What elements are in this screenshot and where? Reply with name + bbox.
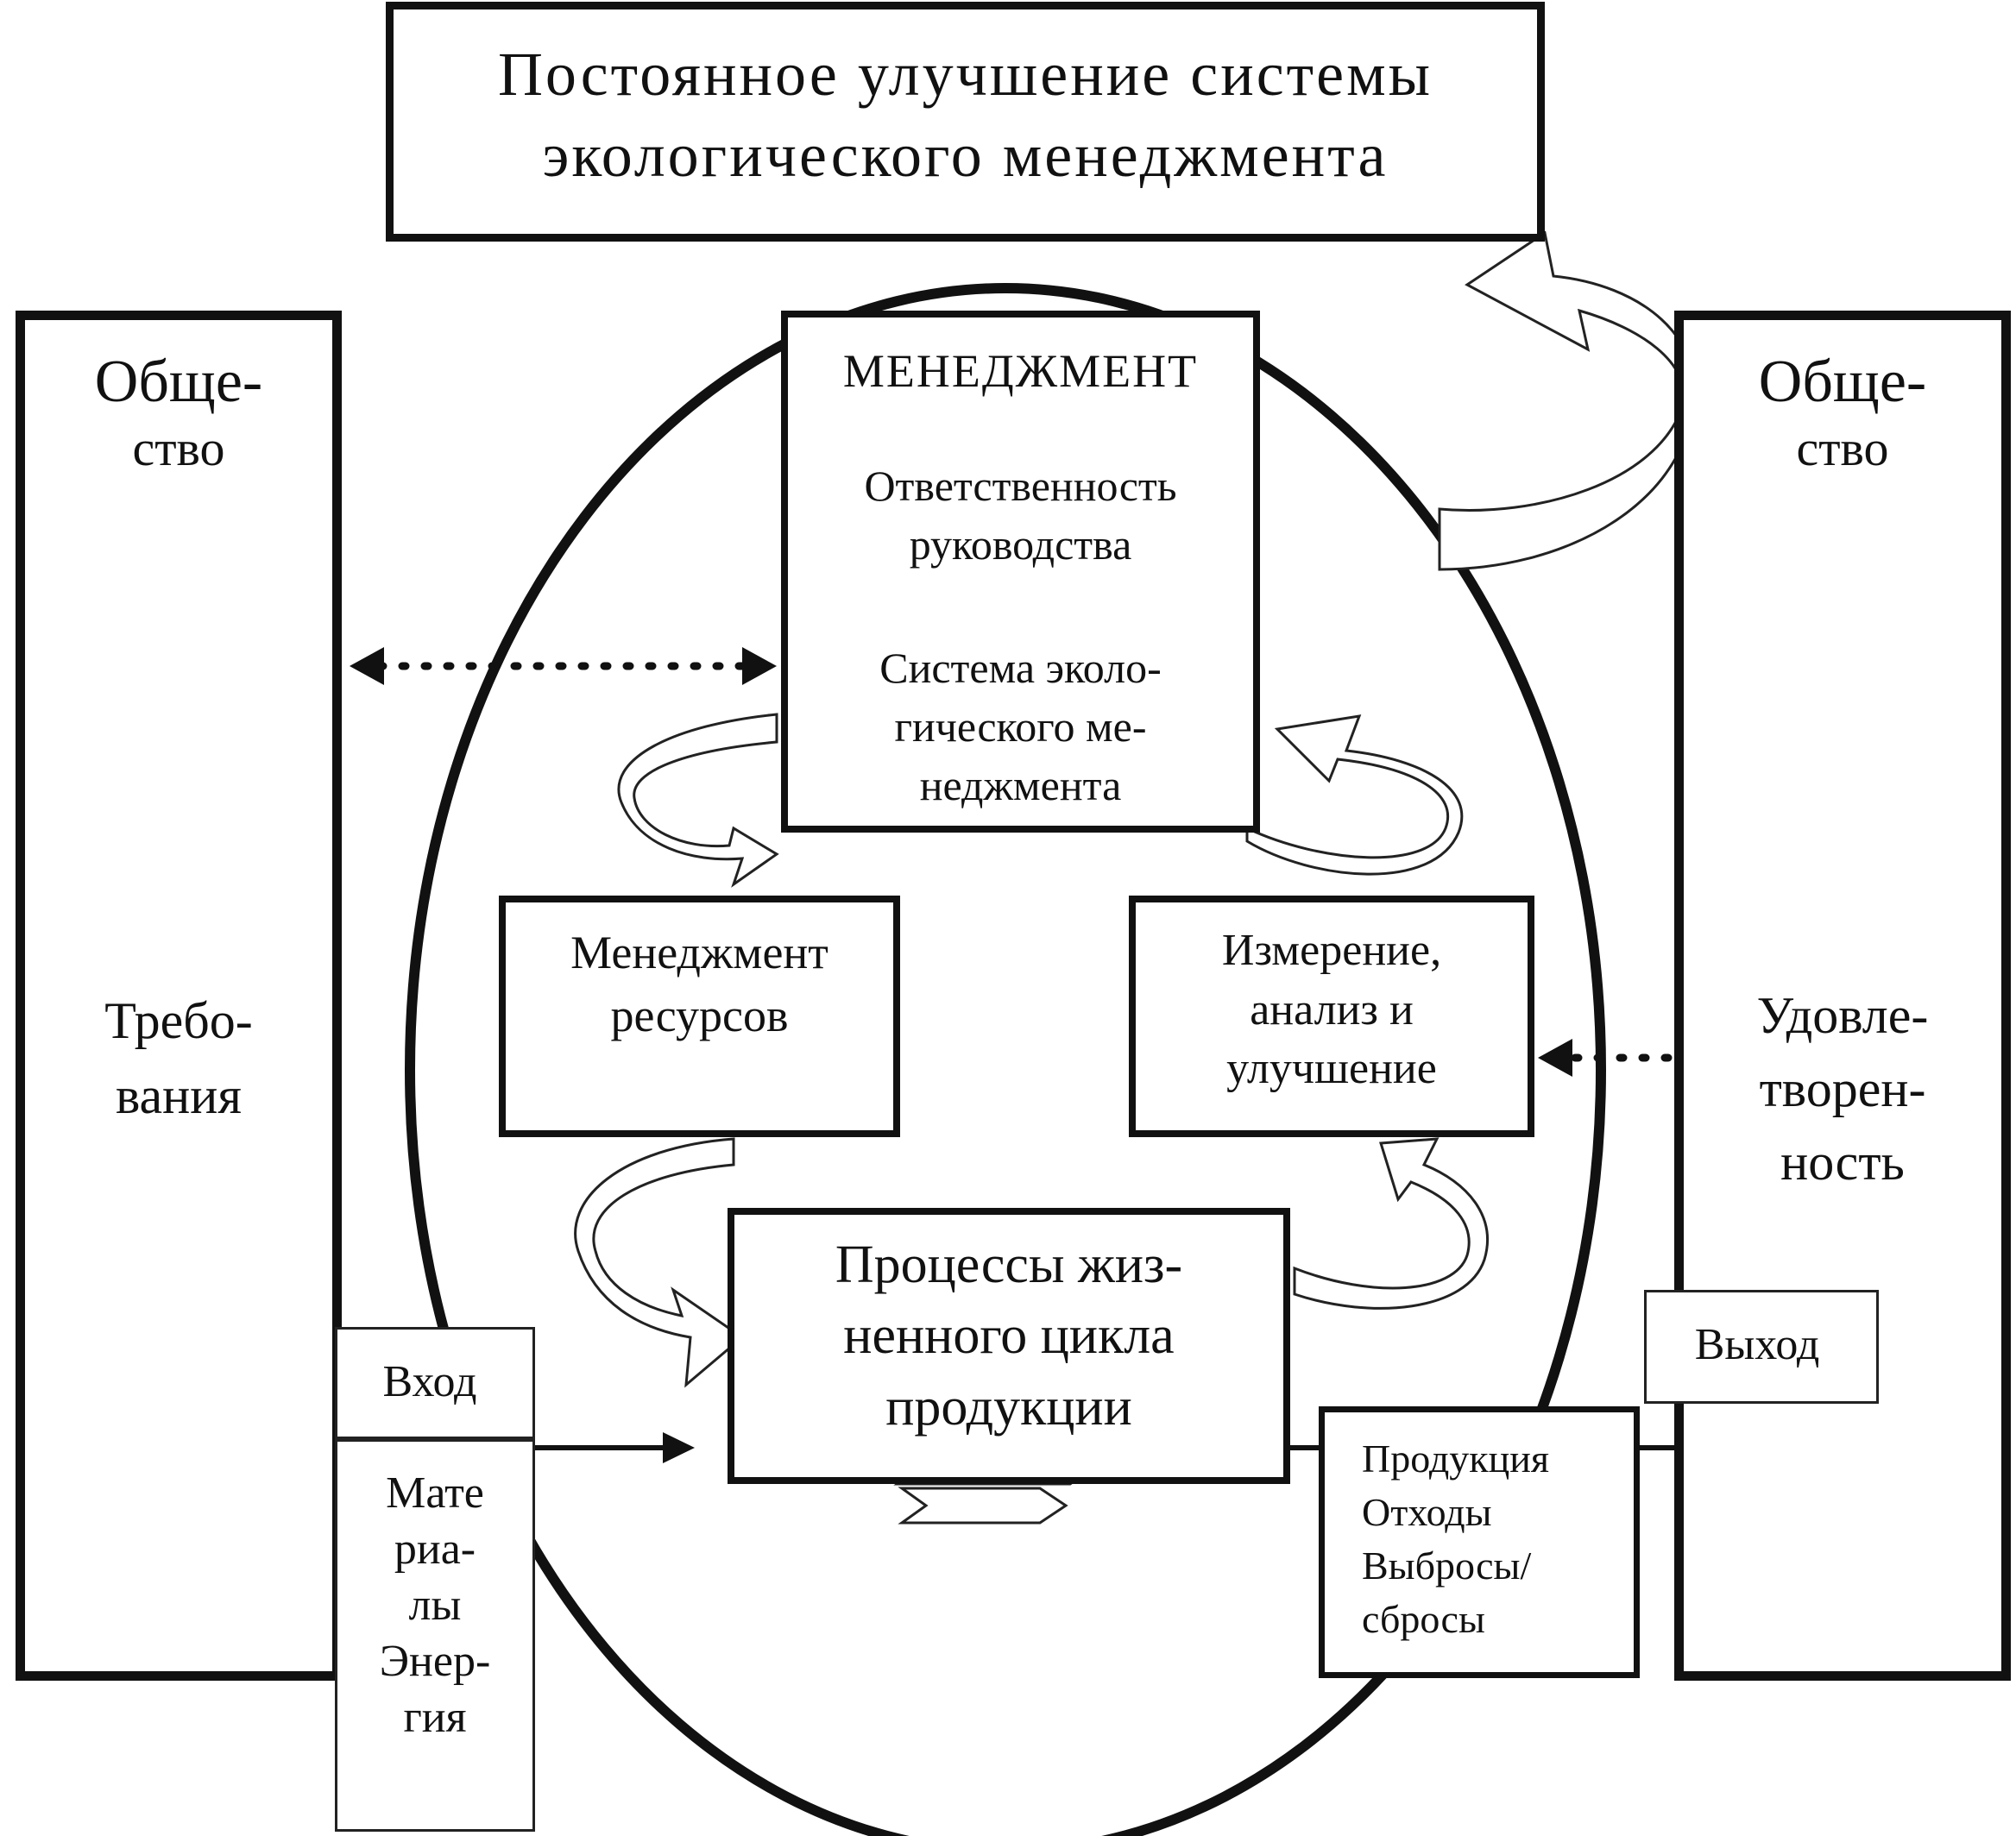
dotted-arrow-left (350, 647, 777, 685)
society-left-requirements: Требо- вания (104, 992, 253, 1124)
management-title: МЕНЕДЖМЕНТ (842, 345, 1199, 397)
output-products-box (1319, 1406, 1640, 1678)
output-label: Выход (1694, 1320, 1820, 1369)
management-responsibility: Ответственность руководства (864, 462, 1177, 569)
curved-arrow-resources-lifecycle (574, 1137, 745, 1388)
input-label-box (335, 1327, 535, 1439)
curved-arrow-measure-mgmt (1245, 714, 1464, 876)
input-label: Вход (382, 1357, 477, 1406)
curved-arrow-mgmt-resources (617, 713, 779, 888)
society-left-box (16, 311, 342, 1681)
society-right-top: Обще- ство (1758, 349, 1927, 477)
title-line-1: Постоянное улучшение системы (497, 40, 1433, 109)
input-materials-box (335, 1439, 535, 1832)
management-box (781, 311, 1260, 833)
title-box (386, 2, 1545, 242)
society-left-top: Обще- ство (94, 349, 263, 477)
measurement-box (1129, 896, 1534, 1137)
society-right-box (1674, 311, 2011, 1681)
measurement-text: Измерение, анализ и улучшение (1221, 926, 1442, 1094)
lifecycle-text: Процессы жиз- ненного цикла продукции (835, 1236, 1183, 1437)
management-system: Система эколо- гического ме- неджмента (879, 644, 1162, 809)
society-right-satisfaction: Удовле- творен- ность (1756, 987, 1929, 1192)
output-products: Продукция Отходы Выбросы/ сбросы (1362, 1437, 1550, 1642)
improvement-curved-arrow (1438, 230, 1696, 571)
output-label-box (1644, 1290, 1879, 1404)
title-line-2: экологического менеджмента (542, 120, 1389, 190)
lifecycle-box (728, 1208, 1290, 1484)
title-text: Постоянное улучшение системы экологическ… (386, 35, 1545, 196)
curved-arrow-lifecycle-measure (1293, 1137, 1489, 1310)
resources-text: Менеджмент ресурсов (570, 927, 828, 1041)
central-ellipse (405, 283, 1606, 1836)
input-materials: Мате риа- лы Энер- гия (379, 1468, 491, 1742)
resources-box (499, 896, 900, 1137)
